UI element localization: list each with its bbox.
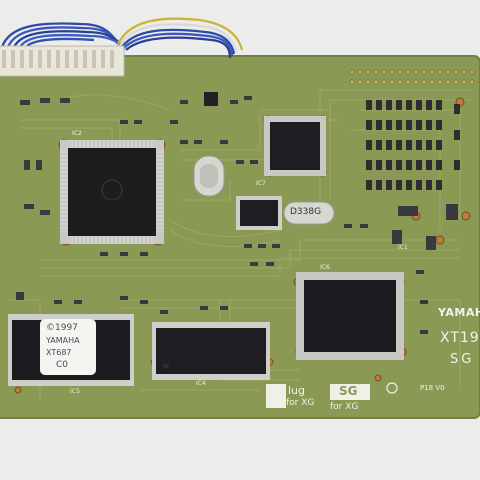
ribbon-wires bbox=[0, 17, 244, 59]
chip-sticker bbox=[40, 319, 96, 375]
label-ic6: IC6 bbox=[320, 264, 330, 271]
label-ic4: IC4 bbox=[196, 380, 206, 387]
chip-ic2 bbox=[60, 140, 164, 244]
chip-tiny bbox=[204, 92, 218, 106]
label-ic5: IC5 bbox=[70, 388, 80, 395]
header-pins bbox=[349, 69, 475, 85]
logo-for-xg-left: for XG bbox=[286, 398, 315, 408]
logo-plug-text: lug bbox=[288, 384, 306, 397]
chip-ic6 bbox=[296, 272, 404, 360]
chip-ic4 bbox=[152, 322, 270, 380]
sticker-part: XT687 bbox=[46, 348, 72, 357]
board-model: XT197 bbox=[440, 330, 480, 346]
crystal-oval bbox=[193, 155, 225, 197]
ul-mark bbox=[386, 382, 398, 394]
crystal-label: D338G bbox=[290, 207, 322, 217]
label-ic1: IC1 bbox=[398, 244, 408, 251]
crystal-d338g bbox=[283, 201, 335, 225]
sticker-year: ©1997 bbox=[46, 323, 78, 333]
label-ic2: IC2 bbox=[72, 130, 82, 137]
sg-logo-box bbox=[330, 384, 370, 400]
label-ic7: IC7 bbox=[256, 180, 266, 187]
board-version: SG bbox=[450, 352, 475, 367]
logo-for-xg-right: for XG bbox=[330, 402, 359, 412]
sticker-maker: YAMAHA bbox=[46, 336, 80, 345]
wire-connector bbox=[0, 45, 125, 77]
component-grid bbox=[366, 100, 460, 190]
board-brand: YAMAHA bbox=[438, 306, 480, 319]
plug-logo-mark bbox=[266, 384, 286, 408]
sticker-rev: C0 bbox=[56, 360, 69, 370]
board-code: P18 V0 bbox=[420, 384, 445, 392]
chip-ic7 bbox=[264, 116, 326, 176]
chip-small bbox=[236, 196, 282, 230]
logo-sg: SG bbox=[339, 384, 358, 398]
smd-components bbox=[16, 96, 458, 334]
